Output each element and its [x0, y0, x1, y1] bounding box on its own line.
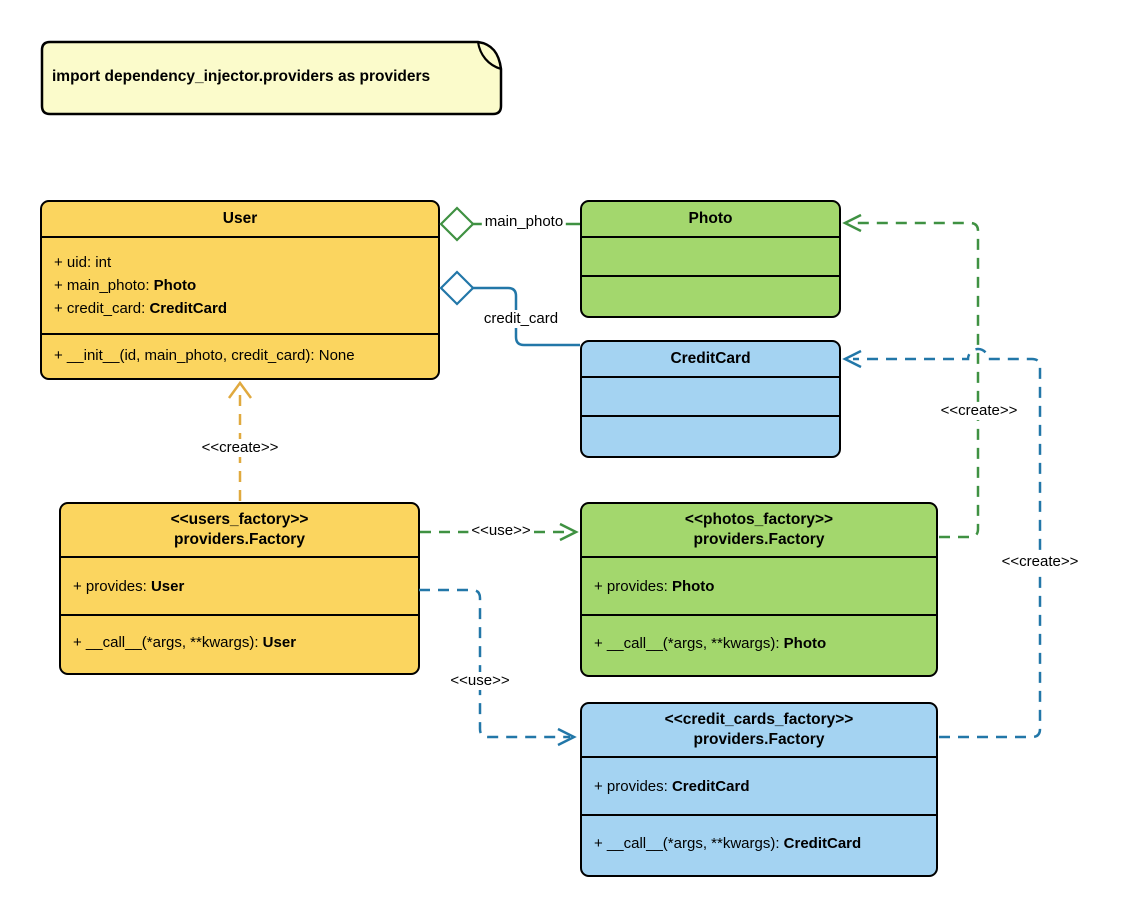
- arrowhead: [842, 349, 862, 369]
- note-fold-icon: [476, 41, 502, 71]
- class-user-attributes: + uid: int + main_photo: Photo + credit_…: [42, 238, 438, 335]
- class-photo: Photo: [580, 200, 841, 318]
- class-users-factory-title: <<users_factory>> providers.Factory: [61, 504, 418, 558]
- arrowhead: [227, 380, 253, 399]
- dependency-create-photo: [853, 221, 980, 539]
- class-users-factory-methods: + __call__(*args, **kwargs): User: [61, 616, 418, 669]
- attribute-line: + credit_card: CreditCard: [54, 300, 227, 317]
- method-line: + __call__(*args, **kwargs): User: [73, 634, 297, 651]
- class-photo-title: Photo: [582, 202, 839, 238]
- empty-compartment: [582, 277, 839, 314]
- class-title-text: CreditCard: [670, 350, 751, 367]
- edge-label-main-photo: main_photo: [481, 213, 567, 231]
- class-credit-cards-factory: <<credit_cards_factory>> providers.Facto…: [580, 702, 938, 877]
- method-line: + __call__(*args, **kwargs): CreditCard: [594, 835, 862, 852]
- arrowhead: [559, 522, 579, 542]
- class-title-text: Photo: [688, 210, 733, 227]
- class-photos-factory-methods: + __call__(*args, **kwargs): Photo: [582, 616, 936, 671]
- class-users-factory-attributes: + provides: User: [61, 558, 418, 616]
- class-creditcard: CreditCard: [580, 340, 841, 458]
- class-photos-factory-title: <<photos_factory>> providers.Factory: [582, 504, 936, 558]
- empty-compartment: [582, 238, 839, 277]
- stereotype-text: <<photos_factory>>: [684, 511, 834, 528]
- class-users-factory: <<users_factory>> providers.Factory + pr…: [59, 502, 420, 675]
- class-credit-cards-factory-attributes: + provides: CreditCard: [582, 758, 936, 816]
- class-title-text: providers.Factory: [174, 531, 305, 548]
- attribute-line: + uid: int: [54, 254, 112, 271]
- arrowhead: [842, 213, 862, 233]
- class-user-methods: + __init__(id, main_photo, credit_card):…: [42, 335, 438, 376]
- method-line: + __init__(id, main_photo, credit_card):…: [54, 347, 355, 364]
- method-line: + __call__(*args, **kwargs): Photo: [594, 635, 827, 652]
- class-photos-factory-attributes: + provides: Photo: [582, 558, 936, 616]
- note-text: import dependency_injector.providers as …: [52, 68, 431, 85]
- class-creditcard-title: CreditCard: [582, 342, 839, 378]
- attribute-line: + main_photo: Photo: [54, 277, 197, 294]
- attribute-line: + provides: Photo: [594, 577, 715, 595]
- stereotype-text: <<users_factory>>: [170, 511, 309, 528]
- edge-label-use-credit-cards: <<use>>: [447, 672, 513, 690]
- empty-compartment: [582, 417, 839, 454]
- class-user: User + uid: int + main_photo: Photo + cr…: [40, 200, 440, 380]
- note-background: [40, 40, 503, 116]
- edge-label-create-credit-card: <<create>>: [998, 553, 1082, 571]
- arrowhead: [557, 727, 577, 747]
- edge-label-use-photos: <<use>>: [468, 522, 534, 540]
- class-credit-cards-factory-methods: + __call__(*args, **kwargs): CreditCard: [582, 816, 936, 871]
- edge-label-create-photo: <<create>>: [937, 402, 1021, 420]
- dependency-use-credit-cards-factory: [419, 588, 570, 739]
- attribute-line: + provides: CreditCard: [594, 777, 750, 795]
- edge-label-create-user: <<create>>: [198, 439, 282, 457]
- class-title-text: providers.Factory: [693, 531, 825, 548]
- stereotype-text: <<credit_cards_factory>>: [664, 711, 854, 728]
- sticky-note: import dependency_injector.providers as …: [38, 38, 508, 125]
- attribute-line: + provides: User: [73, 577, 185, 595]
- note-shape: [40, 40, 503, 116]
- class-user-title: User: [42, 202, 438, 238]
- aggregation-diamond: [439, 270, 475, 306]
- empty-compartment: [582, 378, 839, 417]
- aggregation-diamond: [439, 206, 475, 242]
- class-photos-factory: <<photos_factory>> providers.Factory + p…: [580, 502, 938, 677]
- class-title-text: providers.Factory: [693, 731, 825, 748]
- class-title-text: User: [222, 210, 258, 227]
- class-credit-cards-factory-title: <<credit_cards_factory>> providers.Facto…: [582, 704, 936, 758]
- edge-label-credit-card: credit_card: [480, 310, 562, 328]
